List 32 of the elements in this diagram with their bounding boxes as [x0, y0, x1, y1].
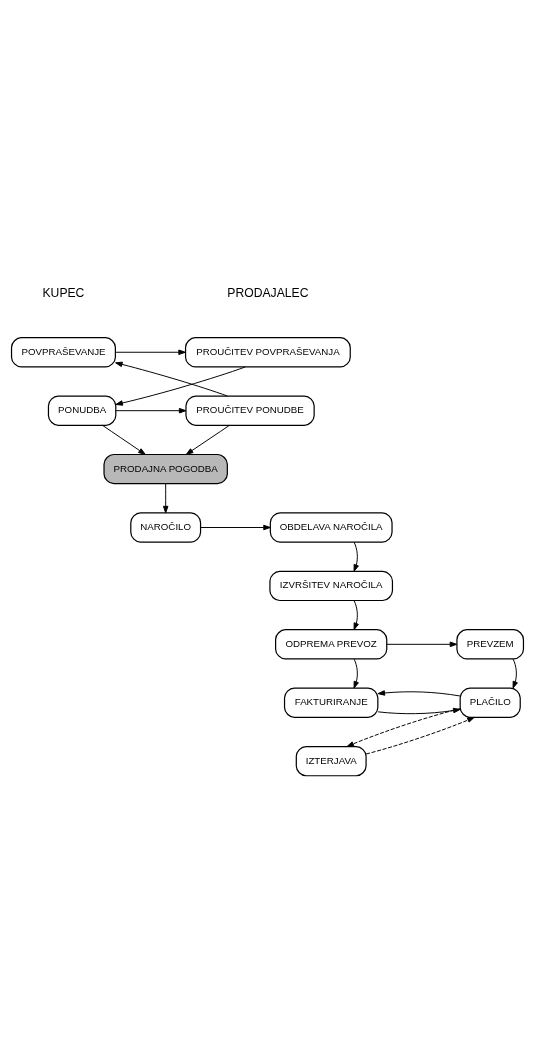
node-box: IZVRŠITEV NAROČILA [269, 570, 394, 602]
node-box: PONUDBA [47, 395, 117, 426]
arrow [346, 708, 461, 747]
arrow [200, 524, 271, 531]
node-box: PRODAJNA POGODBA [103, 453, 228, 485]
node-box: IZTERJAVA [295, 745, 367, 777]
arrow [512, 658, 518, 689]
node-box: PROUČITEV PONUDBE [185, 395, 315, 426]
node-box: NAROČILO [130, 512, 202, 543]
arrow [377, 690, 461, 697]
node-box: PROUČITEV POVPRAŠEVANJA [184, 337, 351, 368]
arrow [365, 716, 475, 755]
label: PRODAJALEC [227, 285, 309, 300]
node-box: PREVZEM [456, 629, 525, 660]
arrow [102, 424, 146, 455]
node-box: POVPRAŠEVANJE [10, 337, 116, 368]
arrow [386, 641, 458, 648]
arrow [353, 541, 359, 572]
node-box: ODPREMA PREVOZ [275, 629, 388, 660]
arrow [115, 349, 186, 355]
node-box: PLAČILO [459, 687, 521, 718]
arrow [353, 658, 359, 689]
arrow [185, 424, 230, 455]
node-box: OBDELAVA NAROČILA [269, 512, 393, 543]
arrow [353, 600, 359, 631]
arrow [377, 707, 461, 715]
arrow [115, 407, 187, 414]
label: KUPEC [42, 285, 85, 300]
arrow [115, 366, 246, 406]
arrow [162, 483, 169, 514]
arrow [115, 361, 228, 397]
node-box: FAKTURIRANJE [283, 687, 379, 718]
